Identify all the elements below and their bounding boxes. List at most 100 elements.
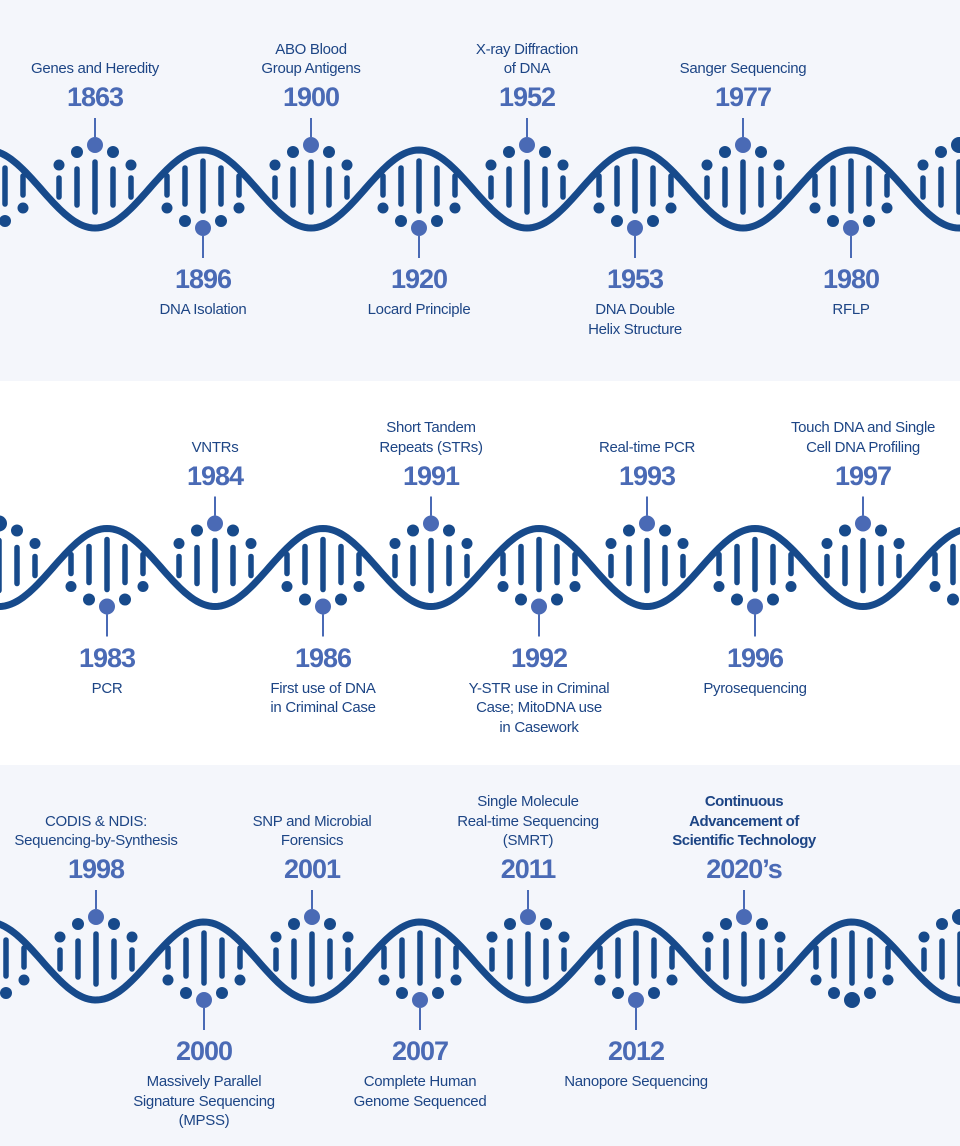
milestone-marker-dot: [531, 598, 547, 615]
base-dot: [785, 581, 797, 592]
milestone-marker-dot: [303, 137, 319, 153]
event-year: 1983: [78, 642, 136, 673]
base-dot: [659, 524, 671, 537]
event-year: 2001: [283, 854, 341, 884]
event-label: VNTRs: [95, 438, 335, 458]
base-dot: [353, 581, 365, 592]
base-dot: [126, 931, 138, 943]
base-dot: [648, 987, 660, 999]
event-label: Real-time PCR: [527, 438, 767, 458]
base-dot: [809, 202, 821, 214]
base-dot: [767, 593, 779, 606]
milestone-marker-dot: [736, 909, 752, 925]
base-dot: [234, 974, 246, 986]
event-label-line: Case; MitoDNA use: [476, 699, 602, 717]
base-dot: [108, 918, 120, 930]
base-dot: [389, 538, 401, 549]
event-label: RFLP: [731, 300, 960, 320]
event-year: 1997: [834, 460, 892, 491]
event-year: 1920: [390, 264, 448, 294]
base-dot: [287, 146, 299, 158]
base-dot: [53, 159, 65, 171]
base-dot: [827, 215, 839, 227]
event-label-line: PCR: [91, 679, 123, 697]
base-dot: [882, 974, 894, 986]
event-year: 2000: [175, 1036, 233, 1066]
base-dot: [342, 931, 354, 943]
base-dot: [647, 215, 659, 227]
event-label-line: CODIS & NDIS:: [45, 812, 147, 830]
event-label-line: Real-time PCR: [598, 438, 696, 456]
base-dot: [0, 987, 12, 999]
event-label-line: RFLP: [832, 301, 870, 319]
base-dot: [593, 202, 605, 214]
base-dot: [486, 931, 498, 943]
event-year: 2012: [607, 1036, 665, 1066]
base-dot: [107, 146, 119, 158]
base-dot: [863, 215, 875, 227]
event-label: PCR: [0, 679, 227, 699]
event-label-line: Nanopore Sequencing: [564, 1073, 708, 1091]
event-label-line: of DNA: [503, 60, 551, 78]
base-dot: [180, 987, 192, 999]
base-dot: [83, 593, 95, 606]
event-label-line: Pyrosequencing: [703, 679, 807, 697]
base-dot: [952, 909, 960, 925]
base-dot: [179, 215, 191, 227]
base-dot: [72, 918, 84, 930]
milestone-marker-dot: [315, 598, 331, 615]
event-label: Locard Principle: [299, 300, 539, 320]
milestone-marker-dot: [87, 137, 103, 153]
base-dot: [497, 581, 509, 592]
base-dot: [215, 215, 227, 227]
base-dot: [324, 918, 336, 930]
event-year: 2020’s: [706, 854, 783, 884]
base-dot: [947, 593, 959, 606]
base-dot: [844, 992, 860, 1008]
event-label-line: Single Molecule: [477, 793, 579, 811]
base-dot: [288, 918, 300, 930]
event-label-line: Continuous: [704, 793, 784, 811]
base-dot: [623, 524, 635, 537]
base-dot: [720, 918, 732, 930]
base-dot: [341, 159, 353, 171]
milestone-marker-dot: [747, 598, 763, 615]
event-label-line: Locard Principle: [367, 301, 471, 319]
base-dot: [929, 581, 941, 592]
event-label-line: Scientific Technology: [672, 832, 816, 850]
base-dot: [810, 974, 822, 986]
base-dot: [395, 215, 407, 227]
base-dot: [71, 146, 83, 158]
base-dot: [161, 202, 173, 214]
event-year: 1998: [67, 854, 125, 884]
event-year: 1952: [498, 82, 556, 112]
event-label-line: Y-STR use in Criminal: [468, 679, 610, 697]
milestone-marker-dot: [735, 137, 751, 153]
event-year: 1986: [294, 642, 352, 673]
base-dot: [821, 538, 833, 549]
base-dot: [432, 987, 444, 999]
base-dot: [719, 146, 731, 158]
base-dot: [335, 593, 347, 606]
base-dot: [713, 581, 725, 592]
base-dot: [443, 524, 455, 537]
event-label-line: Repeats (STRs): [379, 438, 483, 456]
milestone-marker-dot: [195, 220, 211, 236]
helix-backbone: [0, 918, 960, 1004]
base-dot: [0, 215, 11, 227]
event-label-line: Touch DNA and Single: [790, 419, 936, 437]
base-dot: [396, 987, 408, 999]
event-label: Genes and Heredity: [0, 59, 215, 79]
event-year: 1863: [66, 82, 124, 112]
base-dot: [65, 581, 77, 592]
base-dot: [245, 538, 257, 549]
event-year: 1991: [402, 460, 460, 491]
helix-backbone: [0, 524, 960, 611]
